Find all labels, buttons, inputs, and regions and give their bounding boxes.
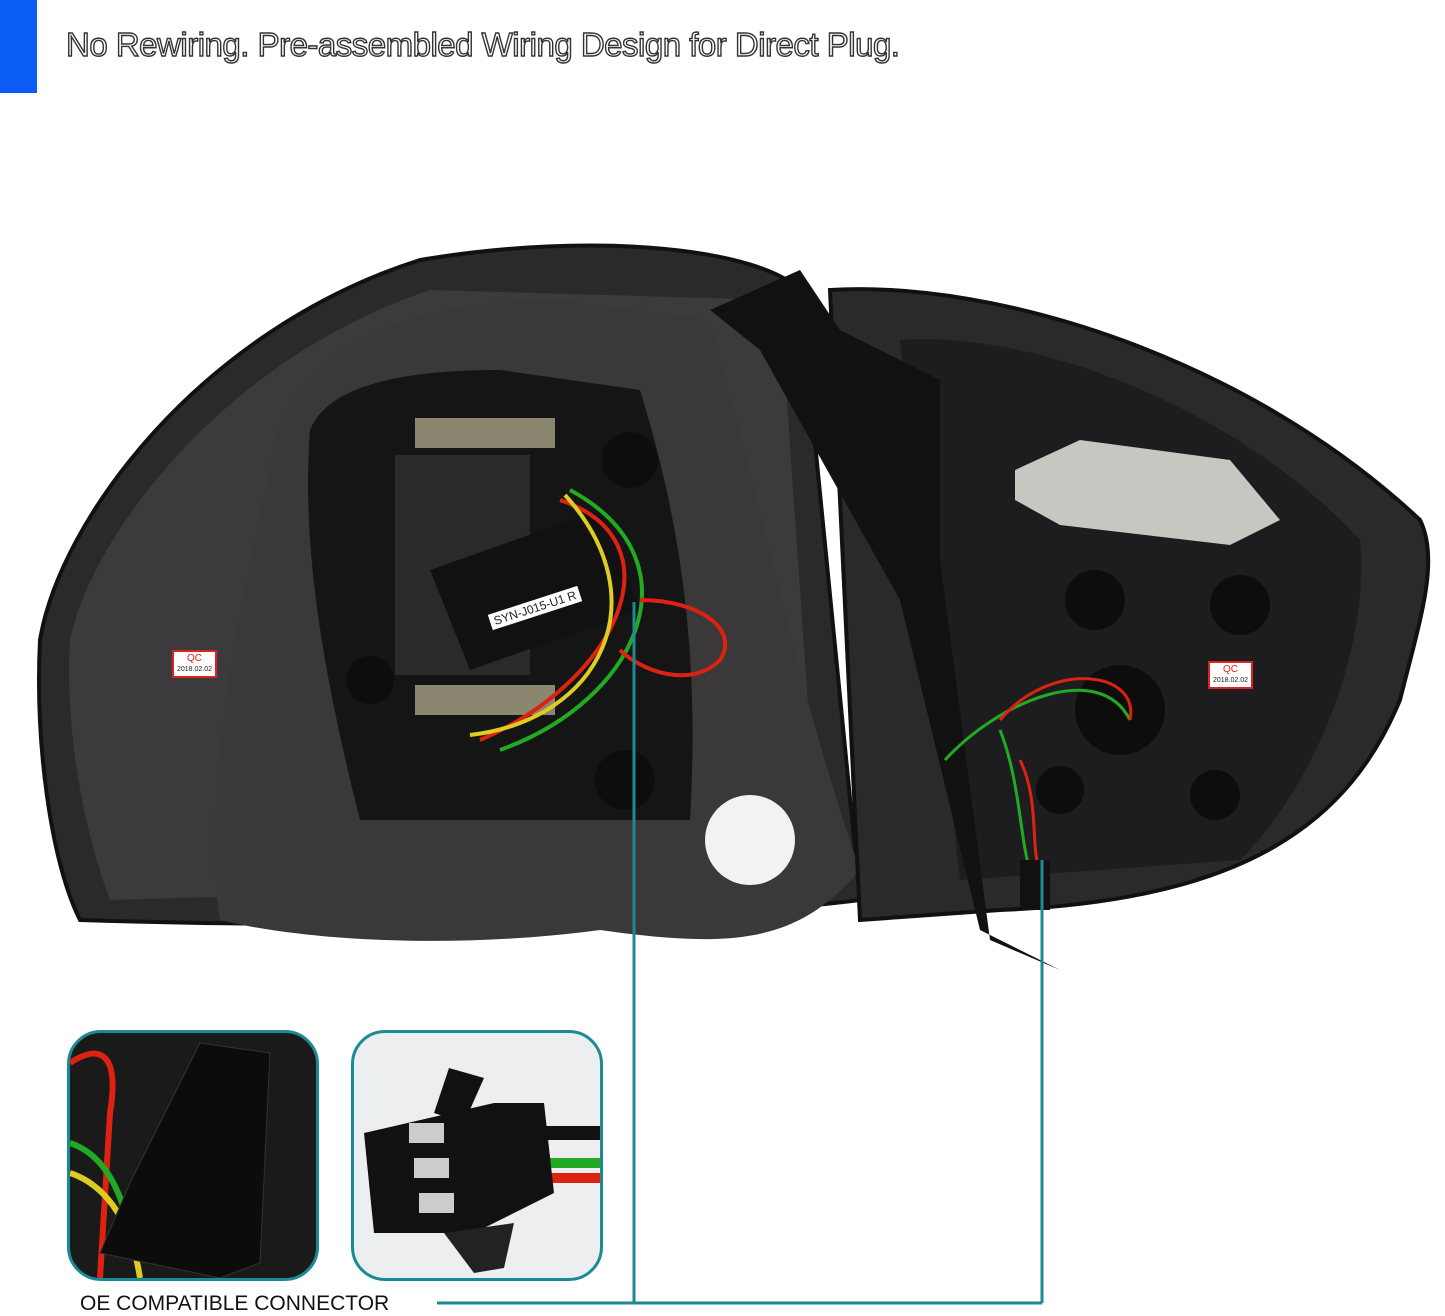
connector-plug bbox=[430, 510, 640, 670]
side-connector-closeup bbox=[364, 1068, 600, 1273]
wire-red bbox=[618, 598, 728, 678]
reflector-plate bbox=[1015, 440, 1280, 545]
bulb-socket bbox=[1036, 766, 1084, 814]
qc-title: QC bbox=[187, 653, 203, 664]
bulb-socket bbox=[1075, 665, 1165, 755]
wire-green bbox=[943, 688, 1132, 871]
small-connector bbox=[1020, 860, 1050, 910]
headline: No Rewiring. Pre-assembled Wiring Design… bbox=[65, 25, 900, 63]
wire-red bbox=[479, 498, 627, 742]
bulb-socket bbox=[1065, 570, 1125, 630]
bulb-socket bbox=[1210, 575, 1270, 635]
bulb-socket bbox=[1190, 770, 1240, 820]
qc-badge: QC 2018.02.02 bbox=[172, 650, 218, 678]
metal-plate bbox=[415, 418, 555, 448]
accent-bar bbox=[0, 0, 37, 93]
bulb-socket bbox=[602, 432, 658, 488]
qc-badge: QC 2018.02.02 bbox=[1208, 661, 1254, 689]
inset-main-connector bbox=[67, 1030, 319, 1281]
main-connector-closeup bbox=[70, 1042, 271, 1278]
bulb-socket bbox=[346, 656, 394, 704]
mount-hole bbox=[705, 795, 795, 885]
inset-side-connector bbox=[351, 1030, 603, 1281]
qc-title: QC bbox=[1223, 664, 1239, 675]
bulb-socket bbox=[595, 750, 655, 810]
qc-date: 2018.02.02 bbox=[177, 666, 213, 673]
qc-date: 2018.02.02 bbox=[1213, 677, 1249, 684]
wire-green bbox=[499, 488, 644, 752]
mounting-bracket bbox=[710, 270, 1060, 970]
callout-lines bbox=[437, 602, 1044, 1305]
callout-caption: OE COMPATIBLE CONNECTOR bbox=[80, 1292, 390, 1315]
wire-yellow bbox=[469, 493, 614, 737]
